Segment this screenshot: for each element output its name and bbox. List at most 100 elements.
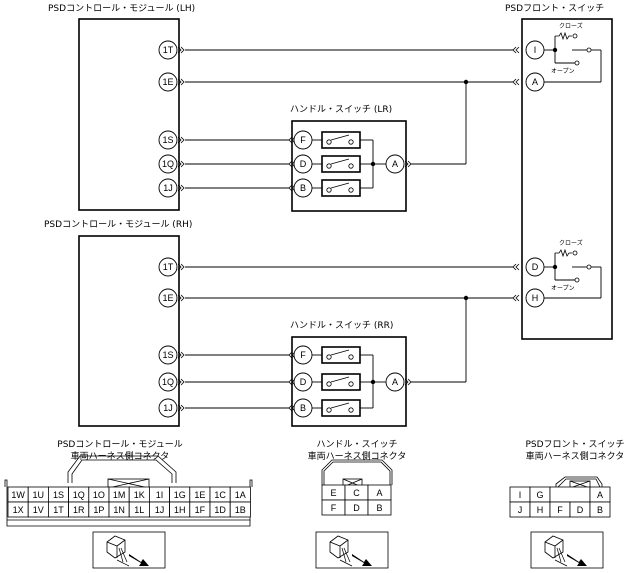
handle-switch-lr-title: ハンドル・スイッチ (LR) bbox=[290, 104, 392, 115]
rh-control-pin-1j-circle bbox=[158, 398, 178, 418]
control-module-lh-title: PSDコントロール・モジュール (LH) bbox=[48, 4, 195, 14]
junction-dot bbox=[552, 47, 558, 53]
lh-handle-pin-out-a-label: A bbox=[392, 159, 398, 169]
control-connector-cell-label: 1C bbox=[214, 490, 226, 500]
contact-terminal bbox=[572, 33, 578, 39]
junction-dot bbox=[463, 295, 469, 301]
rh-control-pin-1q-circle bbox=[158, 372, 178, 392]
rh-front-pin-h-circle bbox=[525, 288, 545, 308]
lh-close-label: クローズ bbox=[559, 22, 583, 30]
front-connector-housing bbox=[555, 476, 603, 489]
switch-contact-icon bbox=[321, 179, 361, 197]
rh-handle-pin-d-circle bbox=[293, 372, 313, 392]
rh-close-label: クローズ bbox=[559, 239, 583, 247]
lh-control-pin-1s-label: 1S bbox=[162, 135, 173, 145]
front-connector-cell-label: A bbox=[597, 490, 603, 500]
control-connector-cell bbox=[229, 501, 251, 518]
rh-control-pin-1s-circle bbox=[158, 345, 178, 365]
rh-control-pin-1e-circle bbox=[158, 288, 178, 308]
control-connector-cell-label: 1F bbox=[195, 505, 206, 515]
lh-handle-pin-d-circle bbox=[293, 154, 313, 174]
lh-front-pin-i-circle bbox=[525, 40, 545, 60]
lh-handle-pin-b-label: B bbox=[300, 183, 306, 193]
rh-control-pin-1e-label: 1E bbox=[162, 293, 173, 303]
switch-contact-icon bbox=[321, 373, 361, 391]
control-connector-cell-label: 1O bbox=[93, 490, 105, 500]
lh-handle-pin-b-circle bbox=[293, 178, 313, 198]
lh-control-pin-1t-label: 1T bbox=[163, 45, 174, 55]
rh-handle-pin-out-a-label: A bbox=[392, 377, 398, 387]
control-connector-housing bbox=[4, 455, 253, 527]
control-connector-cell-label: 1T bbox=[53, 505, 64, 515]
resistor-icon bbox=[555, 31, 572, 41]
contact-terminal bbox=[586, 264, 592, 270]
rh-front-pin-d-circle bbox=[525, 257, 545, 277]
connector-chevron-icon bbox=[512, 263, 520, 271]
junction-dot bbox=[370, 161, 376, 167]
switch-contact-icon bbox=[321, 131, 361, 149]
rh-control-pin-1t-label: 1T bbox=[163, 262, 174, 272]
rh-control-pin-1t-circle bbox=[158, 257, 178, 277]
control-connector-cell-label: 1S bbox=[53, 490, 64, 500]
front-connector-cell-label: G bbox=[536, 490, 543, 500]
front-switch-title: PSDフロント・スイッチ bbox=[505, 3, 604, 14]
rh-handle-pin-f-circle bbox=[293, 345, 313, 365]
front-connector-cell-label: F bbox=[557, 505, 563, 515]
control-connector-cell-label: 1Q bbox=[73, 490, 85, 500]
handle-connector-housing bbox=[321, 459, 393, 488]
contact-terminal bbox=[572, 250, 578, 256]
control-connector-title-1: PSDコントロール・モジュール bbox=[57, 440, 182, 450]
control-connector-cell-label: 1J bbox=[155, 505, 165, 515]
control-connector-cell-label: 1B bbox=[235, 505, 246, 515]
control-connector-cell-label: 1U bbox=[33, 490, 45, 500]
handle-connector-cell-label: B bbox=[376, 503, 382, 513]
switch-contact-icon bbox=[321, 399, 361, 417]
switch-contact-icon bbox=[321, 346, 361, 364]
connector-view-icon bbox=[92, 531, 166, 569]
control-connector-cell-label: 1X bbox=[13, 505, 24, 515]
connector-chevron-icon bbox=[512, 78, 520, 86]
control-connector-cell-label: 1V bbox=[33, 505, 44, 515]
lh-control-pin-1q-label: 1Q bbox=[162, 159, 174, 169]
lh-control-pin-1e-circle bbox=[158, 72, 178, 92]
lh-handle-pin-d-label: D bbox=[300, 159, 307, 169]
control-connector-cell-label: 1N bbox=[113, 505, 125, 515]
rh-front-pin-h-label: H bbox=[532, 293, 539, 303]
control-connector-cell-label: 1K bbox=[134, 490, 145, 500]
lh-handle-pin-out-a-circle bbox=[385, 154, 405, 174]
handle-connector-cell-label: A bbox=[376, 488, 382, 498]
front-connector-cell bbox=[589, 501, 611, 518]
lh-front-pin-a-label: A bbox=[532, 77, 538, 87]
handle-connector-cell-label: F bbox=[331, 503, 337, 513]
control-connector-cell-label: 1M bbox=[113, 490, 126, 500]
front-connector-title-1: PSDフロント・スイッチ bbox=[525, 439, 624, 450]
connector-chevron-icon bbox=[512, 46, 520, 54]
junction-dot bbox=[370, 379, 376, 385]
control-connector-cell-label: 1R bbox=[73, 505, 85, 515]
control-connector-cell-label: 1A bbox=[235, 490, 246, 500]
rh-handle-pin-f-label: F bbox=[300, 350, 306, 360]
front-connector-cell-label: D bbox=[577, 505, 584, 515]
control-connector-cell-label: 1G bbox=[174, 490, 186, 500]
lh-control-pin-1q-circle bbox=[158, 154, 178, 174]
rh-control-pin-1j-label: 1J bbox=[163, 403, 173, 413]
front-connector-title-2: 車両ハーネス側コネクタ bbox=[526, 450, 625, 462]
control-connector-cell-label: 1I bbox=[156, 490, 164, 500]
connector-chevron-icon bbox=[512, 294, 520, 302]
handle-connector-cell-label: C bbox=[353, 488, 360, 498]
handle-connector-title-2: 車両ハーネス側コネクタ bbox=[308, 450, 407, 462]
rh-open-label: オープン bbox=[551, 285, 575, 292]
handle-switch-rr-title: ハンドル・スイッチ (RR) bbox=[290, 320, 393, 331]
connector-view-icon bbox=[530, 531, 604, 569]
front-connector-cell bbox=[549, 486, 591, 503]
lh-open-label: オープン bbox=[551, 68, 575, 75]
lh-handle-pin-f-label: F bbox=[300, 135, 306, 145]
control-connector-cell-label: 1H bbox=[174, 505, 186, 515]
lh-control-pin-1s-circle bbox=[158, 130, 178, 150]
lh-control-pin-1j-label: 1J bbox=[163, 183, 173, 193]
lh-front-pin-i-label: I bbox=[534, 45, 537, 55]
front-connector-cell-label: J bbox=[518, 505, 523, 515]
lh-handle-pin-f-circle bbox=[293, 130, 313, 150]
contact-terminal bbox=[574, 277, 580, 283]
